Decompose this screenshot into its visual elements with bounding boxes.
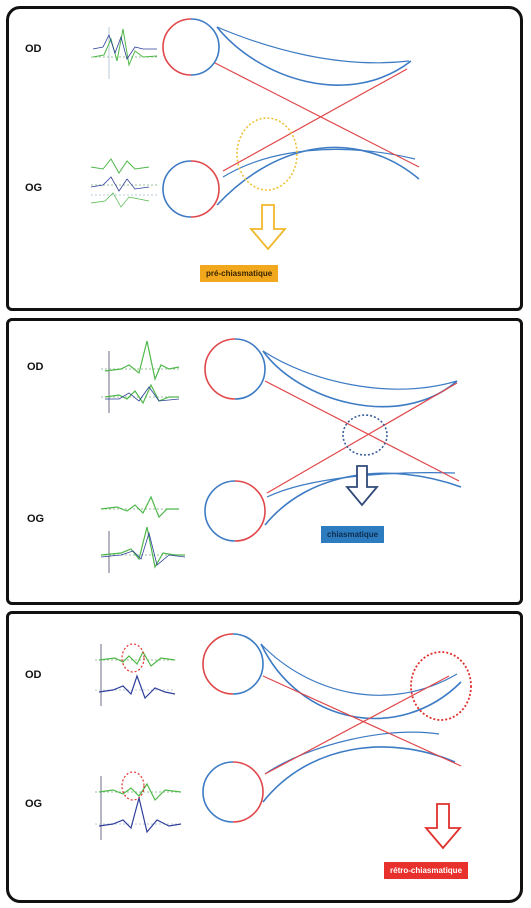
lesion-label-badge: rétro-chiasmatique bbox=[384, 862, 469, 879]
lesion-highlight-circle bbox=[236, 117, 298, 191]
vep-waveform-od bbox=[95, 643, 176, 706]
og-nasal-fibers bbox=[222, 68, 408, 172]
og-temporal-fibers bbox=[264, 472, 462, 526]
og-nasal-fibers bbox=[264, 675, 450, 775]
od-temporal-fibers bbox=[262, 350, 458, 408]
og-label: OG bbox=[25, 182, 43, 194]
og-temporal-fibers-2 bbox=[264, 731, 440, 775]
eye-od bbox=[202, 633, 264, 695]
od-nasal-fibers bbox=[262, 675, 462, 767]
og-label: OG bbox=[25, 798, 43, 810]
od-label: OD bbox=[25, 669, 42, 681]
eye-og bbox=[202, 761, 264, 823]
lesion-label-badge: chiasmatique bbox=[321, 526, 385, 543]
eye-od bbox=[162, 18, 220, 76]
od-temporal-fibers-2 bbox=[216, 26, 410, 64]
og-temporal-fibers bbox=[216, 146, 420, 206]
og-label: OG bbox=[27, 513, 45, 525]
chiasmatic-panel: OD OG bbox=[6, 318, 523, 605]
od-temporal-fibers bbox=[216, 26, 412, 86]
od-nasal-fibers bbox=[264, 380, 460, 482]
down-arrow-icon bbox=[424, 803, 462, 850]
vep-waveform-og bbox=[95, 771, 182, 840]
vep-waveform-od bbox=[101, 340, 180, 413]
eye-og bbox=[204, 480, 266, 542]
od-label: OD bbox=[27, 361, 44, 373]
og-temporal-fibers bbox=[262, 746, 456, 803]
od-temporal-fibers-2 bbox=[262, 350, 458, 390]
og-temporal-fibers-2 bbox=[266, 472, 456, 498]
lesion-highlight-circle bbox=[410, 651, 472, 721]
vep-waveform-od bbox=[91, 27, 159, 79]
down-arrow-icon bbox=[345, 465, 379, 507]
vep-waveform-og bbox=[100, 495, 186, 573]
visual-pathway-diagram bbox=[95, 633, 472, 850]
down-arrow-icon bbox=[249, 204, 287, 251]
od-label: OD bbox=[25, 43, 42, 55]
og-temporal-fibers-2 bbox=[222, 148, 416, 178]
pre-chiasmatic-panel: OD OG bbox=[6, 6, 523, 311]
od-nasal-fibers bbox=[214, 62, 420, 168]
visual-pathway-diagram bbox=[100, 338, 462, 573]
retro-chiasmatic-panel: OD OG bbox=[6, 611, 523, 903]
og-nasal-fibers bbox=[266, 382, 458, 494]
lesion-label-badge: pré-chiasmatique bbox=[200, 265, 279, 282]
od-temporal-fibers bbox=[260, 643, 462, 720]
eye-od bbox=[204, 338, 266, 400]
visual-pathway-diagram bbox=[90, 18, 420, 251]
lesion-highlight-circle bbox=[342, 414, 388, 456]
vep-waveform-og bbox=[90, 158, 159, 208]
eye-og bbox=[162, 160, 220, 218]
